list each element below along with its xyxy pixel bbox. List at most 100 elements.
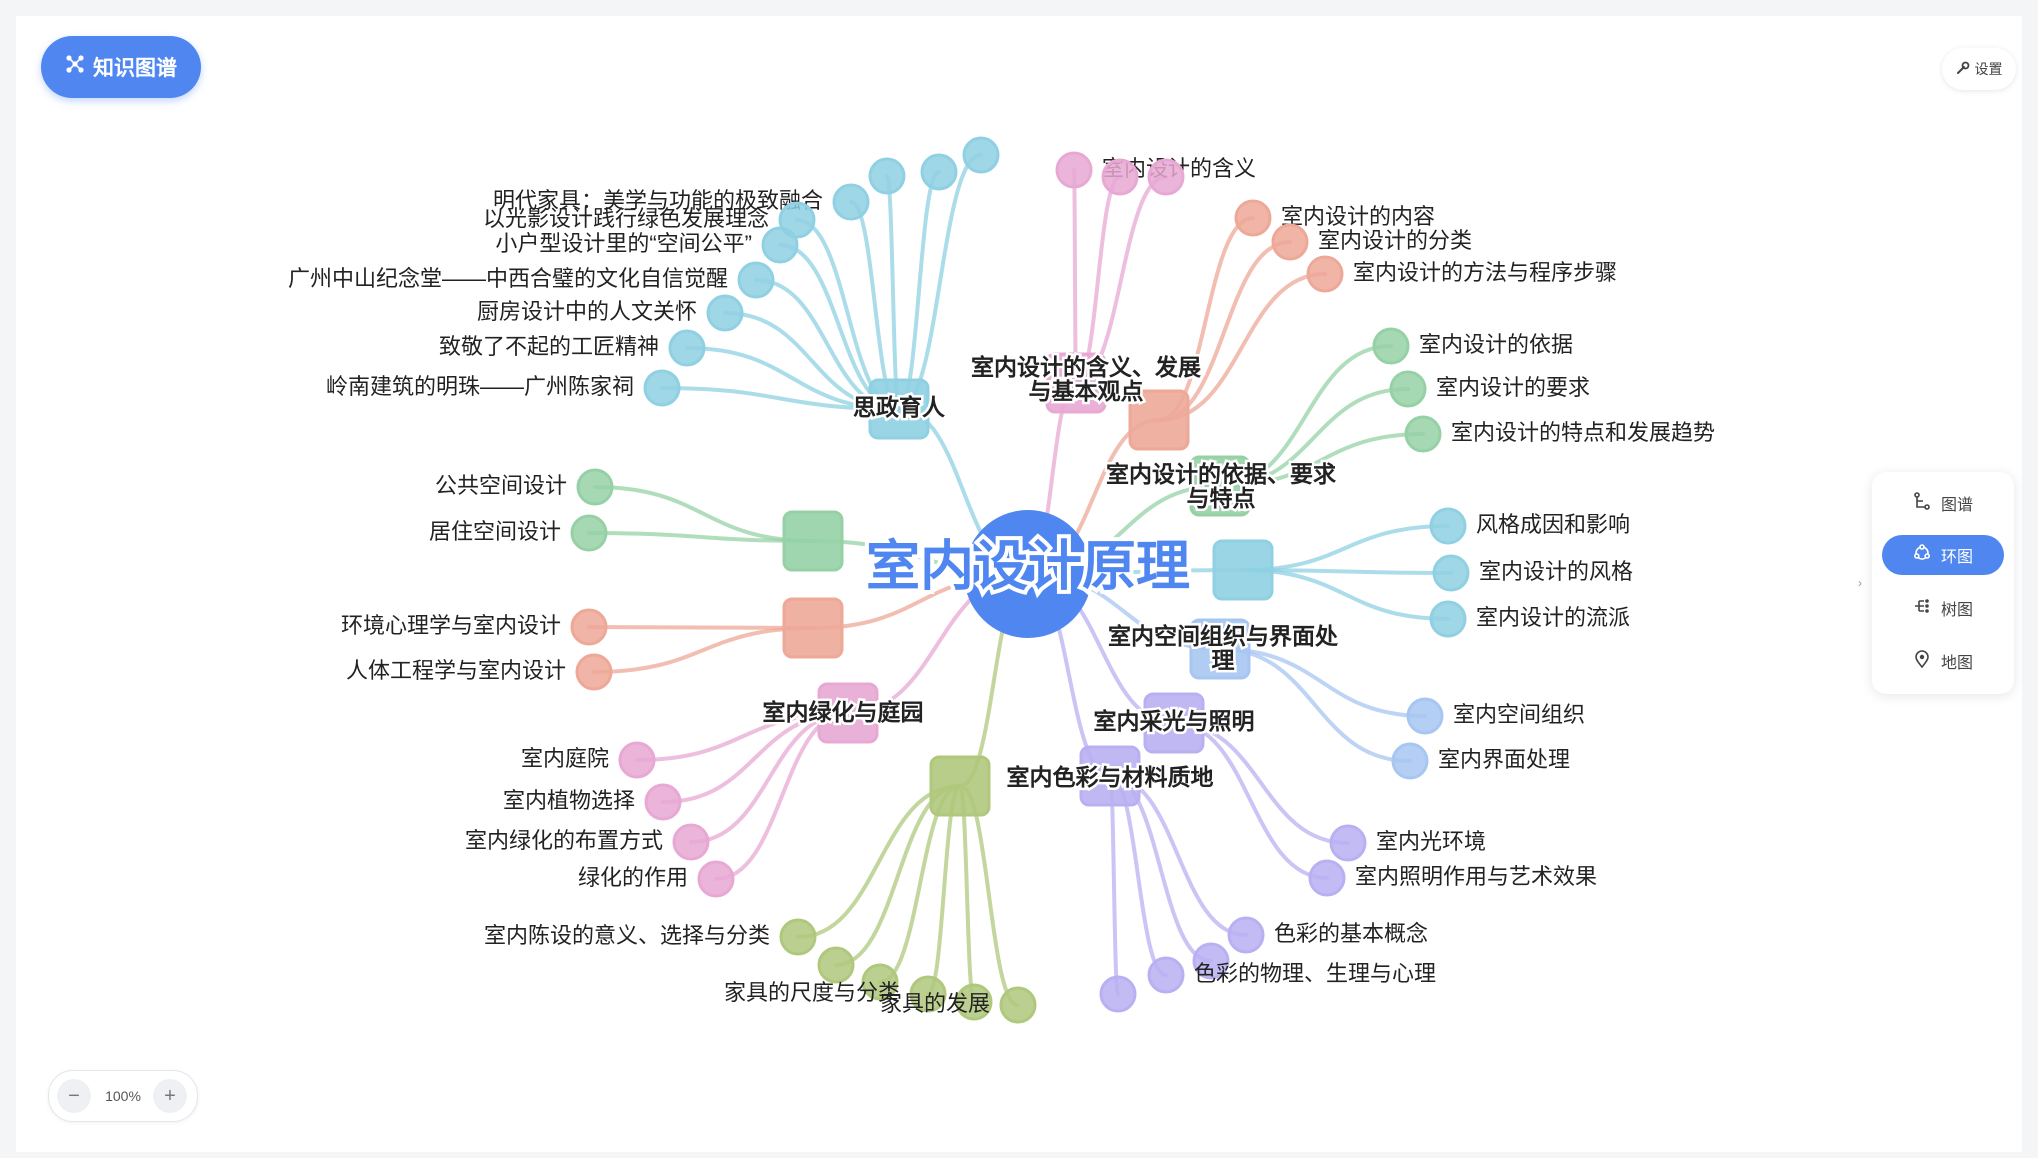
child-node[interactable] (832, 183, 870, 221)
child-node[interactable] (576, 468, 614, 506)
zoom-in-button[interactable]: + (153, 1079, 187, 1113)
child-node-label[interactable]: 岭南建筑的明珠——广州陈家祠 (326, 374, 634, 399)
child-node[interactable] (999, 986, 1037, 1024)
child-node-label[interactable]: 室内绿化的布置方式 (465, 828, 663, 853)
view-item-graph[interactable]: 图谱 (1882, 483, 2004, 523)
child-node-label[interactable]: 室内庭院 (521, 746, 609, 771)
branch-hub-node[interactable] (868, 378, 930, 440)
child-node-label[interactable]: 室内设计的要求 (1436, 375, 1590, 400)
child-node[interactable] (643, 369, 681, 407)
child-node[interactable] (1406, 697, 1444, 735)
child-node[interactable] (1099, 975, 1137, 1013)
child-node[interactable] (761, 226, 799, 264)
child-node[interactable] (1404, 415, 1442, 453)
child-node-label[interactable]: 小户型设计里的“空间公平” (495, 231, 752, 256)
child-node[interactable] (644, 783, 682, 821)
child-node[interactable] (618, 741, 656, 779)
view-item-tree[interactable]: 树图 (1882, 588, 2004, 628)
branch-hub-node[interactable] (1128, 389, 1190, 451)
child-node-label[interactable]: 广州中山纪念堂——中西合璧的文化自信觉醒 (288, 266, 728, 291)
child-node[interactable] (570, 514, 608, 552)
child-node-label[interactable]: 室内设计的分类 (1318, 228, 1472, 253)
panel-collapse-toggle[interactable]: › (1852, 566, 1868, 600)
child-node-label[interactable]: 公共空间设计 (435, 473, 567, 498)
child-node[interactable] (1271, 223, 1309, 261)
child-node[interactable] (737, 261, 775, 299)
mindmap-graph[interactable]: 明代家具：美学与功能的极致融合以光影设计践行绿色发展理念小户型设计里的“空间公平… (16, 16, 2022, 1152)
child-node-label[interactable]: 室内设计的方法与程序步骤 (1353, 260, 1617, 285)
child-node[interactable] (1329, 824, 1367, 862)
child-node[interactable] (1372, 327, 1410, 365)
child-node[interactable] (672, 823, 710, 861)
child-node[interactable] (817, 946, 855, 984)
child-node[interactable] (962, 136, 1000, 174)
child-node[interactable] (570, 608, 608, 646)
child-node[interactable] (1429, 507, 1467, 545)
view-item-map[interactable]: 地图 (1882, 641, 2004, 681)
child-node[interactable] (1227, 916, 1265, 954)
child-node[interactable] (1147, 956, 1185, 994)
child-node[interactable] (779, 918, 817, 956)
branch-hub-node[interactable] (1189, 618, 1251, 680)
child-node-label[interactable]: 室内空间组织 (1453, 702, 1585, 727)
child-node[interactable] (1192, 942, 1230, 980)
child-node[interactable] (1101, 158, 1139, 196)
child-node-label[interactable]: 明代家具：美学与功能的极致融合 (493, 188, 823, 213)
child-node[interactable] (955, 983, 993, 1021)
child-node-label[interactable]: 室内光环境 (1376, 829, 1486, 854)
settings-button[interactable]: 设置 (1942, 48, 2016, 90)
child-node-label[interactable]: 以光影设计践行绿色发展理念 (483, 206, 769, 231)
child-node-label[interactable]: 室内设计的风格 (1479, 559, 1633, 584)
branch-hub-node[interactable] (782, 510, 844, 572)
child-node[interactable] (1389, 370, 1427, 408)
child-node[interactable] (1391, 742, 1429, 780)
child-node[interactable] (1429, 600, 1467, 638)
zoom-out-button[interactable]: − (57, 1079, 91, 1113)
knowledge-graph-button[interactable]: 知识图谱 (41, 36, 201, 98)
child-node[interactable] (920, 153, 958, 191)
graph-canvas[interactable]: 明代家具：美学与功能的极致融合以光影设计践行绿色发展理念小户型设计里的“空间公平… (16, 16, 2022, 1152)
child-node[interactable] (697, 860, 735, 898)
child-node-label[interactable]: 色彩的物理、生理与心理 (1194, 961, 1436, 986)
view-item-ring[interactable]: 环图 (1882, 535, 2004, 575)
child-node[interactable] (1432, 554, 1470, 592)
branch-hub-node[interactable] (1189, 455, 1251, 517)
child-node-label[interactable]: 室内设计的流派 (1476, 605, 1630, 630)
child-node[interactable] (909, 975, 947, 1013)
child-node-label[interactable]: 家具的发展 (880, 991, 990, 1016)
child-node-label[interactable]: 室内照明作用与艺术效果 (1355, 864, 1597, 889)
branch-hub-node[interactable] (782, 597, 844, 659)
child-node-label[interactable]: 色彩的基本概念 (1274, 921, 1428, 946)
child-node-label[interactable]: 居住空间设计 (429, 519, 561, 544)
child-node-label[interactable]: 人体工程学与室内设计 (346, 658, 566, 683)
child-node[interactable] (1306, 255, 1344, 293)
root-node[interactable] (964, 510, 1092, 638)
child-node[interactable] (706, 294, 744, 332)
child-node-label[interactable]: 致敬了不起的工匠精神 (439, 334, 659, 359)
branch-hub-node[interactable] (817, 682, 879, 744)
branch-hub-node[interactable] (1079, 745, 1141, 807)
child-node[interactable] (1234, 199, 1272, 237)
child-node[interactable] (1308, 859, 1346, 897)
child-node[interactable] (868, 157, 906, 195)
branch-hub-node[interactable] (1143, 692, 1205, 754)
child-node-label[interactable]: 家具的尺度与分类 (724, 980, 900, 1005)
child-node-label[interactable]: 室内设计的特点和发展趋势 (1451, 420, 1715, 445)
child-node-label[interactable]: 室内植物选择 (503, 788, 635, 813)
child-node[interactable] (575, 653, 613, 691)
child-node-label[interactable]: 绿化的作用 (578, 865, 688, 890)
child-node-label[interactable]: 环境心理学与室内设计 (341, 613, 561, 638)
child-node-label[interactable]: 室内设计的依据 (1419, 332, 1573, 357)
child-node[interactable] (861, 963, 899, 1001)
child-node-label[interactable]: 风格成因和影响 (1476, 512, 1630, 537)
nodes-layer[interactable]: 明代家具：美学与功能的极致融合以光影设计践行绿色发展理念小户型设计里的“空间公平… (288, 136, 1715, 1024)
child-node[interactable] (1055, 151, 1093, 189)
child-node-label[interactable]: 厨房设计中的人文关怀 (477, 299, 697, 324)
child-node[interactable] (778, 201, 816, 239)
child-node-label[interactable]: 室内界面处理 (1438, 747, 1570, 772)
child-node-label[interactable]: 室内设计的内容 (1281, 204, 1435, 229)
child-node[interactable] (1147, 158, 1185, 196)
child-node[interactable] (668, 329, 706, 367)
branch-hub-node[interactable] (1045, 352, 1107, 414)
branch-hub-node[interactable] (1212, 539, 1274, 601)
